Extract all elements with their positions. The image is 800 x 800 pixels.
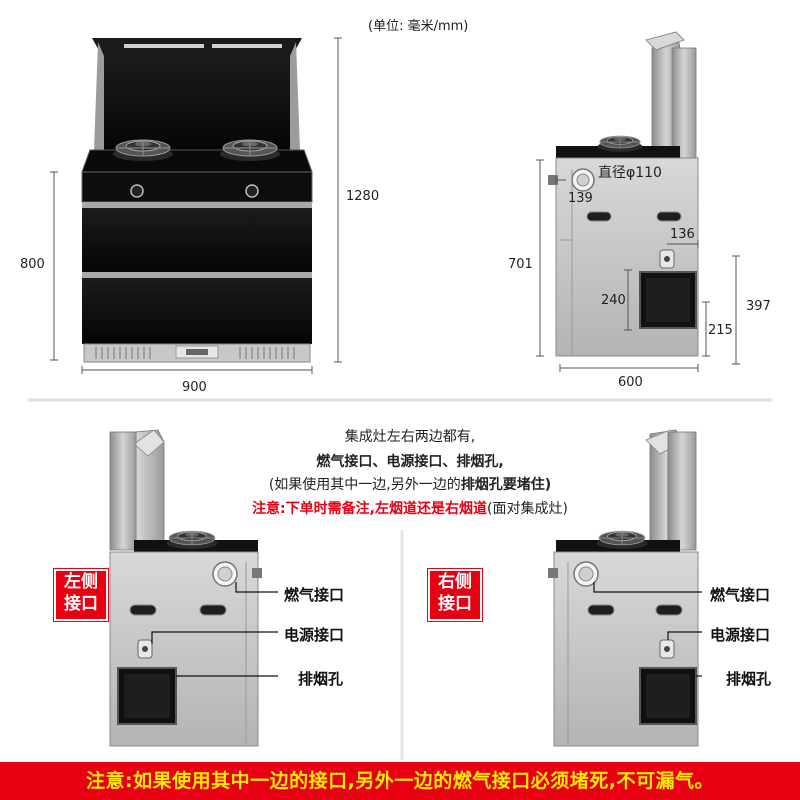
unit-note: (单位: 毫米/mm) [368, 19, 469, 34]
right-panel-unit [548, 429, 699, 747]
left-badge-line-2: 接口 [64, 594, 98, 614]
note-line-3: (如果使用其中一边,另外一边的排烟孔要堵住) [160, 474, 660, 494]
front-view-unit [81, 38, 313, 363]
left-badge-line-1: 左侧 [64, 572, 98, 592]
note-line-4-red: 注意:下单时需备注,左烟道还是右烟道 [252, 501, 487, 517]
front-dim-width: 900 [182, 380, 207, 395]
right-interface-badge: 右侧 接口 [428, 569, 482, 621]
footer-warning: 注意:如果使用其中一边的接口,另外一边的燃气接口必须堵死,不可漏气。 [0, 762, 800, 800]
side-dim-power-offset: 136 [670, 227, 695, 242]
left-interface-badge: 左侧 接口 [54, 569, 108, 621]
front-dim-total-height: 1280 [346, 189, 380, 204]
note-line-2: 燃气接口、电源接口、排烟孔, [316, 454, 504, 470]
side-view-unit [548, 31, 699, 357]
front-dimension-lines [50, 37, 342, 374]
left-power-label: 电源接口 [284, 626, 345, 644]
side-dim-exhaust-top: 397 [746, 299, 771, 314]
right-panel-leaders [593, 582, 702, 677]
note-line-4: 注意:下单时需备注,左烟道还是右烟道(面对集成灶) [160, 498, 660, 518]
right-exhaust-label: 排烟孔 [726, 670, 772, 688]
front-dim-body-height: 800 [20, 257, 45, 272]
right-badge-line-2: 接口 [438, 594, 472, 614]
side-dimension-lines [536, 159, 740, 372]
left-gas-label: 燃气接口 [284, 586, 345, 604]
note-line-3-bold: 排烟孔要堵住) [460, 477, 552, 493]
note-line-4-normal: (面对集成灶) [486, 501, 568, 517]
side-dim-depth: 600 [618, 375, 643, 390]
side-dim-gas-diameter: 直径φ110 [598, 165, 662, 181]
side-dim-body-height: 701 [508, 257, 533, 272]
note-line-1: 集成灶左右两边都有, [344, 429, 476, 445]
left-exhaust-label: 排烟孔 [298, 670, 344, 688]
side-dim-exhaust-bottom: 215 [708, 323, 733, 338]
side-dim-gas-offset: 139 [568, 191, 593, 206]
left-panel-leaders [151, 582, 278, 677]
note-line-3-normal: (如果使用其中一边,另外一边的 [268, 477, 461, 493]
right-power-label: 电源接口 [710, 626, 771, 644]
right-badge-line-1: 右侧 [438, 572, 472, 592]
side-dim-exhaust-height: 240 [601, 293, 626, 308]
right-gas-label: 燃气接口 [710, 586, 771, 604]
left-panel-unit [109, 429, 262, 747]
